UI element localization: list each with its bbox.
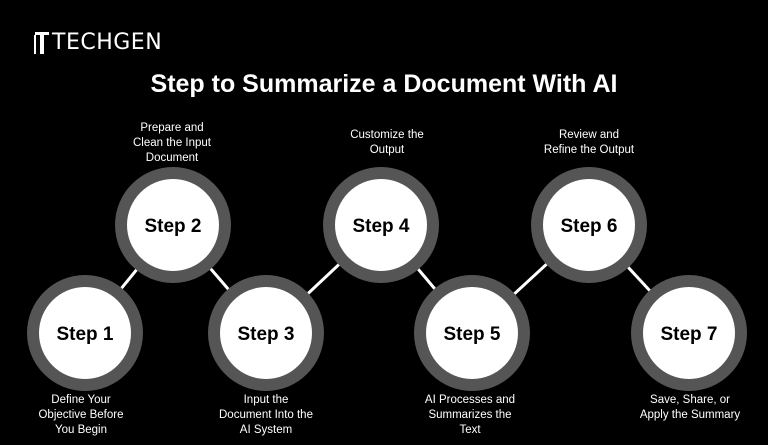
caption-line: Document Into the	[219, 409, 313, 421]
step-label: Step 1	[56, 324, 113, 345]
caption-line: Text	[459, 424, 481, 436]
step-6-caption: Review and Refine the Output	[519, 128, 659, 158]
caption-line: Apply the Summary	[639, 409, 741, 421]
step-5-caption: AI Processes and Summarizes the Text	[400, 393, 540, 438]
caption-line: Output	[369, 144, 405, 156]
caption-line: Prepare and	[140, 122, 204, 134]
caption-line: Objective Before	[38, 409, 124, 421]
brand-name: TECHGEN	[52, 30, 163, 55]
step-1-node: Step 1	[27, 275, 143, 391]
caption-line: You Begin	[54, 424, 107, 436]
page-title: Step to Summarize a Document With AI	[150, 70, 618, 98]
caption-line: Customize the	[350, 129, 424, 141]
step-label: Step 5	[443, 324, 500, 345]
step-2-node: Step 2	[115, 167, 231, 283]
step-label: Step 4	[352, 216, 409, 237]
step-3-node: Step 3	[208, 275, 324, 391]
step-3-caption: Input the Document Into the AI System	[196, 393, 336, 438]
caption-line: AI System	[239, 424, 293, 436]
step-circle	[335, 179, 427, 271]
caption-line: Save, Share, or	[650, 394, 730, 406]
step-circle	[543, 179, 635, 271]
step-7-caption: Save, Share, or Apply the Summary	[620, 393, 760, 423]
caption-line: Input the	[243, 394, 289, 406]
step-circle	[39, 287, 131, 379]
caption-line: Clean the Input	[132, 137, 211, 149]
caption-line: Document	[145, 152, 199, 164]
logo-pillar-icon	[34, 31, 50, 54]
caption-line: Define Your	[51, 394, 111, 406]
caption-line: AI Processes and	[424, 394, 516, 406]
step-2-caption: Prepare and Clean the Input Document	[102, 121, 242, 166]
step-label: Step 6	[560, 216, 617, 237]
step-circle	[426, 287, 518, 379]
step-1-caption: Define Your Objective Before You Begin	[11, 393, 151, 438]
caption-line: Summarizes the	[428, 409, 512, 421]
step-circle	[127, 179, 219, 271]
step-7-node: Step 7	[631, 275, 747, 391]
step-4-caption: Customize the Output	[317, 128, 457, 158]
step-circle	[643, 287, 735, 379]
step-5-node: Step 5	[414, 275, 530, 391]
step-6-node: Step 6	[531, 167, 647, 283]
step-label: Step 7	[660, 324, 717, 345]
caption-line: Refine the Output	[543, 144, 635, 156]
caption-line: Review and	[558, 129, 620, 141]
step-4-node: Step 4	[323, 167, 439, 283]
step-label: Step 2	[144, 216, 201, 237]
step-circle	[220, 287, 312, 379]
step-label: Step 3	[237, 324, 294, 345]
brand-logo: TECHGEN	[34, 30, 162, 55]
